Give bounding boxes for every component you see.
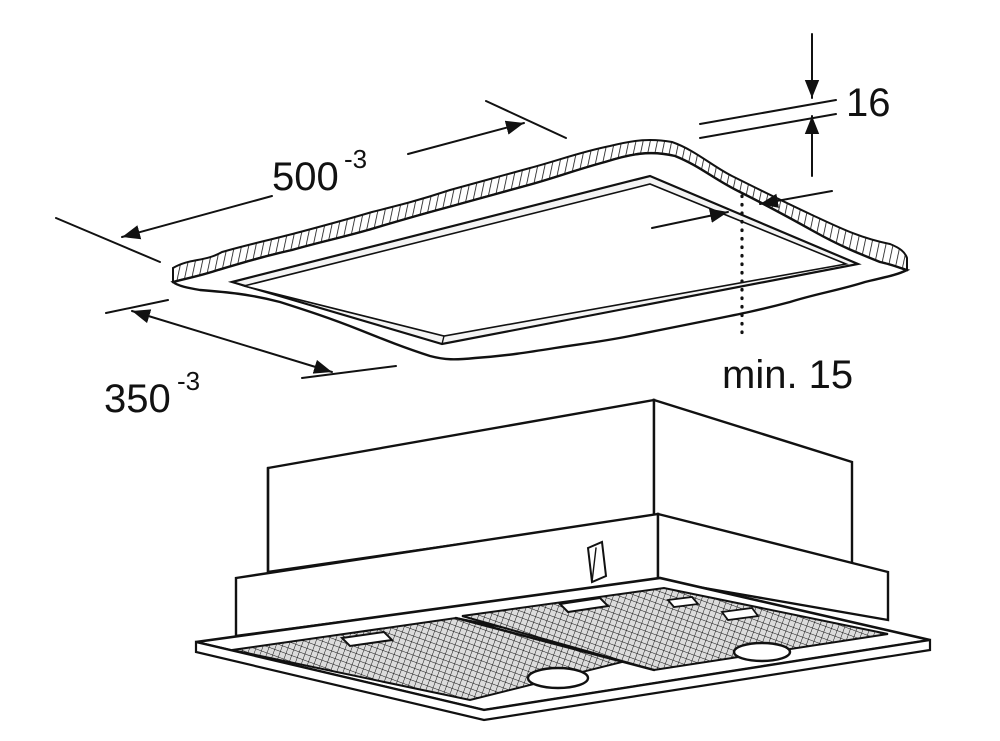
filter-divider bbox=[454, 616, 656, 672]
dimension-width: 500 -3 bbox=[55, 100, 567, 263]
width-value: 500 bbox=[272, 155, 339, 199]
min-distance-value: min. 15 bbox=[722, 353, 853, 397]
width-extension-left bbox=[55, 217, 161, 263]
thickness-value: 16 bbox=[846, 81, 891, 125]
filter-handle-left bbox=[339, 630, 395, 648]
width-arrow-right bbox=[407, 120, 525, 155]
width-arrow-left bbox=[121, 195, 273, 240]
dimension-min-distance: min. 15 bbox=[651, 190, 853, 397]
filter-latch-a bbox=[666, 596, 700, 608]
width-extension-right bbox=[485, 100, 567, 139]
dimension-thickness: 16 bbox=[699, 33, 891, 177]
depth-extension-left bbox=[105, 299, 169, 314]
mounting-tab bbox=[586, 540, 608, 584]
bottom-frame-lip bbox=[194, 638, 932, 722]
depth-extension-right bbox=[301, 365, 397, 379]
lamp-left bbox=[526, 666, 590, 690]
width-tolerance: -3 bbox=[344, 144, 367, 174]
min-distance-arrow-left bbox=[651, 208, 729, 229]
min-distance-arrow-right bbox=[759, 190, 833, 208]
thickness-extension-top bbox=[699, 99, 837, 125]
filter-latch-b bbox=[720, 607, 760, 621]
depth-tolerance: -3 bbox=[177, 366, 200, 396]
filter-handle-center bbox=[557, 596, 611, 614]
thickness-extension-bottom bbox=[699, 113, 837, 139]
depth-arrow bbox=[131, 309, 333, 374]
cutout-inner-edge bbox=[243, 183, 849, 337]
lamp-right bbox=[732, 641, 792, 663]
depth-value: 350 bbox=[104, 377, 171, 421]
lower-housing-side bbox=[656, 512, 890, 622]
dimension-depth: 350 -3 bbox=[104, 299, 397, 421]
hood-unit bbox=[194, 398, 932, 722]
